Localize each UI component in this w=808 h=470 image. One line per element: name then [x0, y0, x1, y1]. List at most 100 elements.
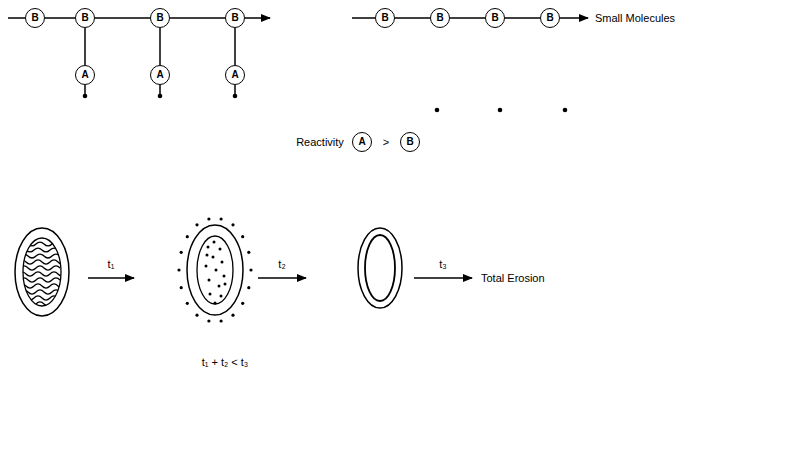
chain-bond: [170, 17, 225, 19]
art-part: [180, 251, 183, 254]
chain-bond: [84, 28, 86, 65]
monomer-circle: B: [485, 8, 505, 28]
art-part: [186, 235, 189, 238]
polymer-strand: [20, 266, 60, 270]
dot: [158, 94, 163, 99]
monomer-circle: A: [75, 65, 95, 85]
chain-arrow: [560, 17, 588, 19]
chain-lead-in: [352, 17, 375, 19]
art-part: [206, 254, 209, 257]
art-part: [209, 293, 212, 296]
dot: [83, 94, 88, 99]
monomer-letter: B: [156, 13, 163, 23]
device-degrading: [187, 225, 243, 315]
chain-lead-in: [8, 17, 25, 19]
result-label: Total Erosion: [480, 272, 546, 284]
art-part: [223, 275, 226, 278]
dot: [435, 108, 440, 113]
chain-bond: [159, 28, 161, 65]
chain-lines: [8, 18, 588, 94]
monomer-letter: B: [381, 13, 388, 23]
time-arrow: [414, 277, 472, 279]
art-part: [186, 302, 189, 305]
monomer-circle: B: [400, 132, 420, 152]
polymer-strand: [20, 278, 60, 282]
device-outline: [187, 225, 243, 315]
dot: [498, 108, 503, 113]
art-part: [220, 295, 223, 298]
small-molecule-dots: [83, 94, 568, 113]
art-part: [212, 256, 215, 259]
art-part: [224, 283, 227, 286]
chain-bond: [95, 17, 150, 19]
art-part: [249, 268, 252, 271]
monomer-letter: A: [81, 70, 88, 80]
released-dots: [177, 217, 252, 322]
time-arrow: [258, 277, 306, 279]
polymer-strand: [18, 248, 66, 252]
art-part: [247, 286, 250, 289]
polymer-strand: [18, 260, 66, 264]
monomer-letter: A: [231, 70, 238, 80]
time-label: t₁: [107, 258, 116, 270]
chain-arrow: [245, 17, 270, 19]
monomer-letter: A: [156, 70, 163, 80]
device-core: [197, 236, 233, 304]
monomer-letter: B: [546, 13, 553, 23]
chain-bond: [450, 17, 485, 19]
device-intact: [15, 228, 69, 316]
monomer-letter: B: [31, 13, 38, 23]
monomer-circle: A: [225, 65, 245, 85]
pendant-stub: [159, 85, 161, 94]
art-part: [207, 246, 210, 249]
polymer-matrix: [18, 242, 66, 306]
result-label: Small Molecules: [594, 12, 676, 24]
reactivity-label: >: [382, 136, 390, 148]
monomer-circle: B: [25, 8, 45, 28]
art-part: [241, 235, 244, 238]
art-part: [180, 286, 183, 289]
polymer-strand: [18, 272, 66, 276]
pendant-stub: [234, 85, 236, 94]
monomer-circle: B: [540, 8, 560, 28]
monomer-letter: B: [491, 13, 498, 23]
monomer-letter: A: [358, 137, 365, 147]
art-part: [218, 285, 221, 288]
reactivity-label: Reactivity: [295, 136, 345, 148]
monomer-letter: B: [231, 13, 238, 23]
art-part: [231, 223, 234, 226]
art-part: [208, 279, 211, 282]
chain-bond: [505, 17, 540, 19]
art-part: [219, 248, 222, 251]
fragment-dots: [205, 241, 227, 305]
art-part: [231, 314, 234, 317]
chain-bond: [234, 28, 236, 65]
monomer-circle: B: [430, 8, 450, 28]
monomer-letter: B: [81, 13, 88, 23]
device-outline: [358, 228, 402, 308]
polymer-strand: [20, 242, 60, 246]
polymer-strand: [18, 296, 66, 300]
monomer-circle: B: [375, 8, 395, 28]
art-part: [220, 319, 223, 322]
art-part: [247, 251, 250, 254]
polymer-strand: [20, 290, 60, 294]
art-part: [207, 319, 210, 322]
polymer-strand: [18, 284, 66, 288]
monomer-circle: A: [150, 65, 170, 85]
time-label: t₁ + t₂ < t₃: [201, 356, 250, 368]
monomer-letter: B: [436, 13, 443, 23]
art-part: [215, 269, 218, 272]
art-part: [241, 302, 244, 305]
time-label: t₃: [438, 258, 448, 270]
art-part: [207, 217, 210, 220]
polymer-strand: [20, 302, 60, 306]
polymer-strand: [20, 254, 60, 258]
art-part: [195, 314, 198, 317]
dot: [233, 94, 238, 99]
monomer-circle: A: [352, 132, 372, 152]
chain-bond: [45, 17, 75, 19]
